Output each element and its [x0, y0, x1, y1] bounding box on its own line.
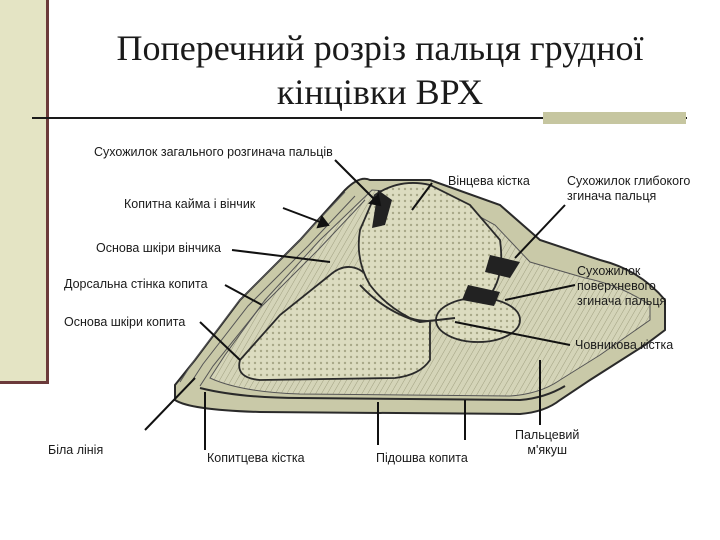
label-deep-flexor-line-1: Сухожилок глибокого	[567, 174, 691, 188]
label-digital-cushion: Пальцевий м'якуш	[515, 428, 579, 458]
label-superficial-flexor-line-1: Сухожилок	[577, 264, 641, 278]
title-line-2: кінцівки ВРХ	[276, 72, 484, 112]
joint-cavity	[359, 284, 456, 324]
sidebar-rule	[46, 0, 49, 383]
label-common-extensor-tendon: Сухожилок загального розгинача пальців	[92, 145, 335, 160]
label-superficial-flexor-line-3: згинача пальця	[577, 294, 667, 308]
pointer-coronary-bone	[411, 182, 433, 211]
pointer-navicular-bone	[454, 321, 571, 346]
label-digital-cushion-line-2: м'якуш	[527, 443, 567, 457]
label-superficial-flexor-line-2: поверхневого	[577, 279, 656, 293]
label-deep-flexor-line-2: згинача пальця	[567, 189, 657, 203]
label-hoof-sole: Підошва копита	[376, 451, 468, 465]
pointer-lines	[144, 159, 576, 450]
label-perioplic-band: Копитна кайма і вінчик	[122, 197, 258, 212]
label-navicular-bone: Човникова кістка	[575, 338, 674, 352]
superficial-flexor-tendon-shape	[462, 285, 500, 306]
title-underline	[32, 117, 687, 119]
deep-flexor-tendon-shape	[485, 255, 520, 278]
pointer-hoof-dermis	[199, 321, 241, 361]
pointer-deep-flexor	[514, 204, 566, 259]
slide-title: Поперечний розріз пальця грудної кінцівк…	[60, 26, 700, 114]
pointer-superficial-flexor	[504, 284, 576, 301]
label-dorsal-hoof-wall: Дорсальна стінка копита	[62, 277, 210, 292]
sidebar-foot-rule	[0, 381, 49, 384]
label-coronary-dermis: Основа шкіри вінчика	[94, 241, 223, 256]
wall-line-2	[189, 195, 356, 385]
label-digital-cushion-line-1: Пальцевий	[515, 428, 580, 442]
wall-line-3	[199, 199, 366, 387]
label-hoof-dermis: Основа шкіри копита	[62, 315, 188, 330]
arrowhead-perioplic-band	[316, 214, 330, 229]
pointer-common-extensor	[334, 159, 381, 206]
navicular-bone	[435, 297, 521, 343]
label-coffin-bone: Копитцева кістка	[207, 451, 305, 465]
pointer-coronary-dermis	[231, 249, 331, 263]
pointer-white-line	[144, 377, 196, 431]
pointer-dorsal-wall	[224, 284, 263, 306]
label-white-line: Біла лінія	[48, 443, 104, 457]
dorsal-wall-stripes	[179, 191, 346, 383]
hoof-sole-layer	[199, 385, 566, 402]
title-line-1: Поперечний розріз пальця грудної	[116, 28, 644, 68]
label-coronary-bone: Вінцева кістка	[448, 174, 530, 188]
arrowhead-common-extensor	[367, 192, 382, 207]
label-superficial-flexor-tendon: Сухожилок поверхневого згинача пальця	[577, 264, 666, 309]
title-accent-bar	[543, 112, 686, 124]
sidebar-bar	[0, 0, 46, 383]
label-deep-flexor-tendon: Сухожилок глибокого згинача пальця	[567, 174, 690, 204]
